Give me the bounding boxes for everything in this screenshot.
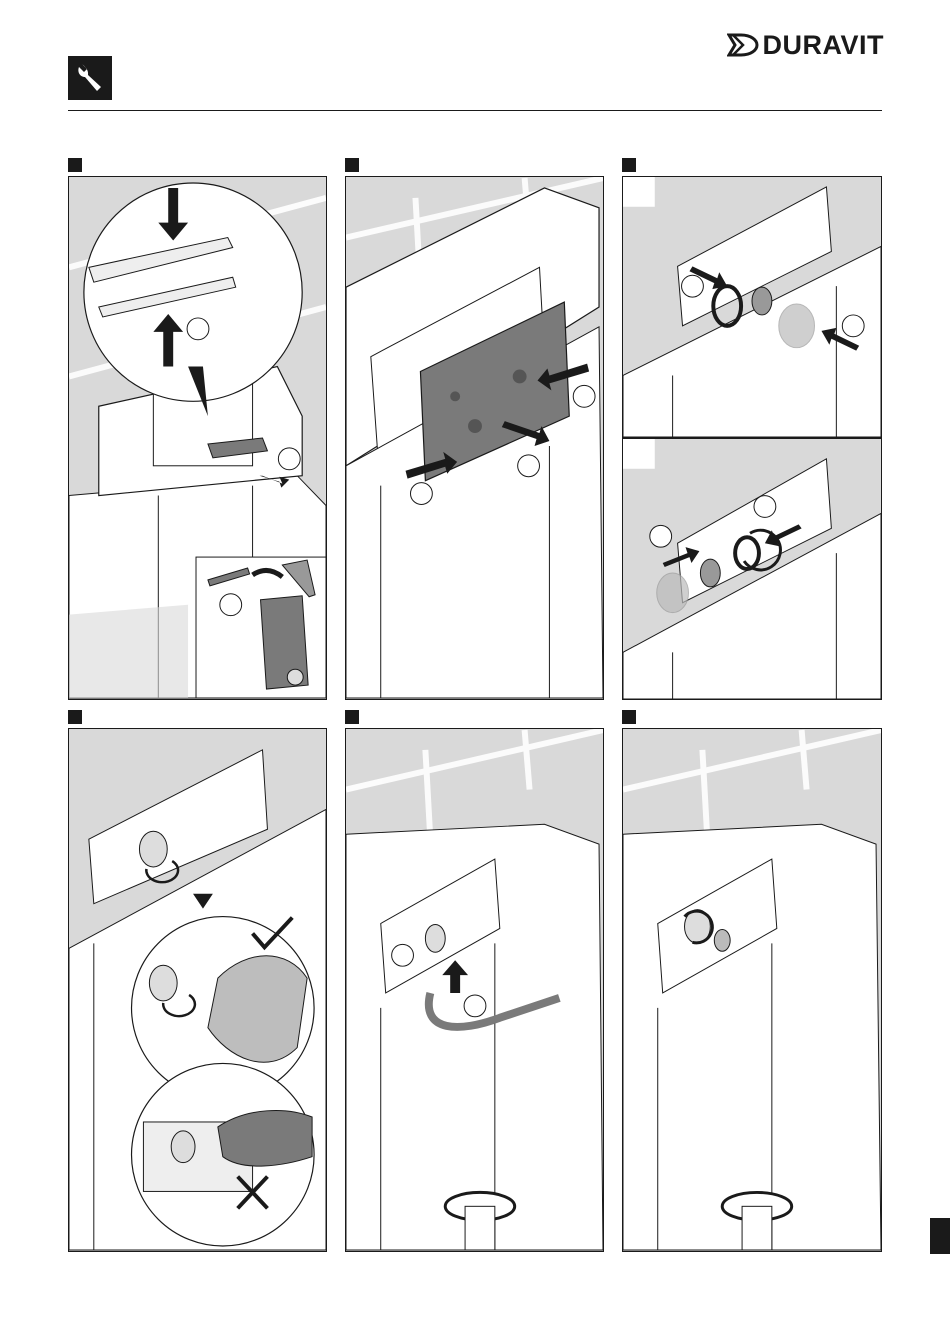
hand-tighten-illustration (69, 729, 326, 1251)
illustration-panel-6 (622, 728, 882, 1252)
valve-open-illustration (623, 729, 881, 1251)
tool-badge (68, 56, 112, 100)
connector-remove-illustration (623, 177, 881, 437)
header-rule (68, 110, 882, 111)
step-marker-5 (345, 710, 359, 724)
brand-name: DURAVIT (763, 30, 885, 61)
step-marker-3 (622, 158, 636, 172)
illustration-panel-4 (68, 728, 327, 1252)
step-marker-2 (345, 158, 359, 172)
connector-fit-illustration (623, 439, 881, 699)
page-side-tab (930, 1218, 950, 1254)
illustration-panel-2 (345, 176, 604, 700)
brand-logo: DURAVIT (727, 28, 885, 62)
cistern-removal-illustration (69, 177, 326, 699)
frame-plate-illustration (346, 177, 603, 699)
step-marker-4 (68, 710, 82, 724)
illustration-panel-5 (345, 728, 604, 1252)
wrench-icon (68, 56, 112, 100)
duravit-logo-icon (727, 31, 761, 59)
hose-connect-illustration (346, 729, 603, 1251)
illustration-panel-3b (622, 438, 882, 700)
illustration-panel-1 (68, 176, 327, 700)
step-marker-6 (622, 710, 636, 724)
step-marker-1 (68, 158, 82, 172)
wrench-icon (218, 1110, 312, 1166)
illustration-panel-3a (622, 176, 882, 438)
